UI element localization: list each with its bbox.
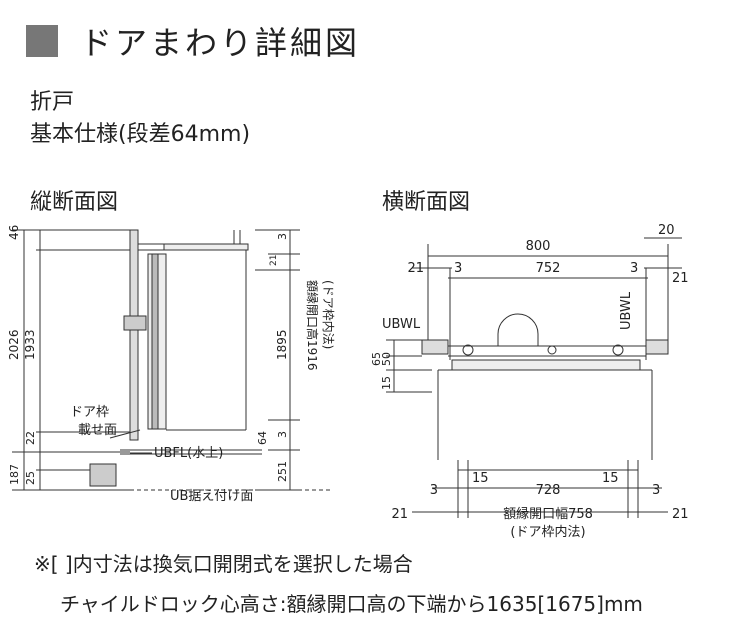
horizontal-section-heading: 横断面図 <box>382 190 471 215</box>
dim-187: 187 <box>8 464 21 485</box>
horizontal-section-drawing: 800 20 21 3 752 3 21 UBWL UBWL 65 50 15 … <box>372 223 689 540</box>
dim-21-bottom-right: 21 <box>672 507 689 522</box>
dim-21-bottom-left: 21 <box>391 507 408 522</box>
vertical-section-drawing: 46 2026 1933 22 187 25 3 21 1895 3 64 25… <box>7 225 335 504</box>
page-title: ドアまわり詳細図 <box>26 18 360 64</box>
dim-3-bottom-left: 3 <box>430 483 438 498</box>
ub-install-surface-label: UB据え付け面 <box>170 489 253 504</box>
dim-15-right: 15 <box>602 471 619 486</box>
note-line-1: ※[ ]内寸法は換気口開閉式を選択した場合 <box>34 552 413 576</box>
dim-251: 251 <box>276 461 289 482</box>
horizontal-opening-sublabel: (ドア枠内法) <box>510 524 585 540</box>
dim-3-left: 3 <box>454 261 462 276</box>
horizontal-opening-label: 額縁開口幅758 <box>503 506 593 522</box>
dim-46: 46 <box>7 225 21 240</box>
dim-3-right: 3 <box>630 261 638 276</box>
ubfl-label: UBFL(水上) <box>154 446 223 461</box>
door-type: 折戸 <box>30 90 75 115</box>
dim-2026: 2026 <box>7 329 21 360</box>
dim-50: 50 <box>380 352 393 366</box>
vertical-opening-label: 額縁開口高1916 <box>305 280 320 371</box>
dim-1895: 1895 <box>275 329 289 360</box>
dim-64: 64 <box>256 431 269 445</box>
ubwl-right-label: UBWL <box>619 291 634 330</box>
dim-3-bottom-right: 3 <box>652 483 660 498</box>
dim-21-right: 21 <box>672 271 689 286</box>
spec-variant: 基本仕様(段差64mm) <box>30 122 251 147</box>
dim-21-left: 21 <box>407 261 424 276</box>
frame-label-1: ドア枠 <box>70 405 109 420</box>
note-line-2: チャイルドロック心高さ:額縁開口高の下端から1635[1675]mm <box>60 592 643 616</box>
ubwl-left-label: UBWL <box>382 317 421 332</box>
vertical-section-heading: 縦断面図 <box>30 190 119 215</box>
dim-15-vertical: 15 <box>380 376 393 390</box>
dim-728: 728 <box>536 483 561 498</box>
dim-21: 21 <box>269 255 279 266</box>
dim-65: 65 <box>372 352 383 366</box>
title-square-icon <box>26 25 58 57</box>
dim-752: 752 <box>536 261 561 276</box>
vertical-opening-sublabel: (ドア枠内法) <box>321 280 335 349</box>
dim-800: 800 <box>526 239 551 254</box>
dim-22: 22 <box>24 431 37 445</box>
dim-15-left: 15 <box>472 471 489 486</box>
dim-3-top: 3 <box>276 233 289 240</box>
dim-25: 25 <box>24 471 37 485</box>
dim-3-bottom: 3 <box>276 431 289 438</box>
dim-1933: 1933 <box>23 329 37 360</box>
frame-label-2: 載せ面 <box>78 423 117 438</box>
dim-20: 20 <box>658 223 675 238</box>
